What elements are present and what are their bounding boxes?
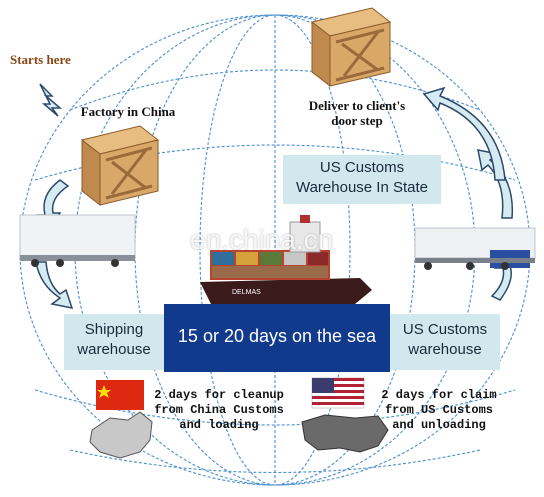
shipping-line-2: warehouse [77,341,151,358]
us-flag [311,377,365,409]
deliver-line-2: door step [331,113,383,128]
sea-label: 15 or 20 days on the sea [177,326,377,346]
arrow-top-right [422,86,506,181]
china-note: 2 days for cleanup from China Customs an… [146,388,292,433]
china-map [89,411,153,459]
us-customs-line-1: US Customs [402,321,488,338]
truck-right [414,227,536,270]
starts-here-label: Starts here [10,52,71,67]
deliver-label: Deliver to client's door step [296,98,418,128]
china-note-line-3: and loading [179,418,259,432]
usa-map [301,414,389,453]
us-note-line-3: and unloading [392,418,486,432]
us-note-line-1: 2 days for claim [381,388,497,402]
arrow-right-up-upper [477,149,514,219]
shipping-line-1: Shipping [84,321,144,338]
china-note-line-2: from China Customs [154,403,284,417]
arrow-left-down-lower [35,261,74,309]
us-customs-state-line-1: US Customs [319,159,405,176]
container-ship [200,215,372,306]
us-customs-state-box: US Customs Warehouse In State [283,155,441,204]
us-note: 2 days for claim from US Customs and unl… [372,388,506,433]
us-note-line-2: from US Customs [384,403,494,417]
shipping-warehouse-box: Shipping warehouse [64,314,164,370]
sea-band [164,304,390,372]
us-customs-warehouse-box: US Customs warehouse [390,314,500,370]
china-flag [96,380,144,410]
crate-top-right [310,7,392,88]
us-customs-line-2: warehouse [408,341,482,358]
china-note-line-1: 2 days for cleanup [154,388,284,402]
watermark: en.china.cn [190,224,334,255]
crate-factory [80,125,160,207]
us-customs-state-line-2: Warehouse In State [295,179,429,196]
factory-label: Factory in China [80,104,176,119]
truck-left [19,214,136,267]
deliver-line-1: Deliver to client's [308,98,406,113]
arrow-starts [39,83,63,117]
